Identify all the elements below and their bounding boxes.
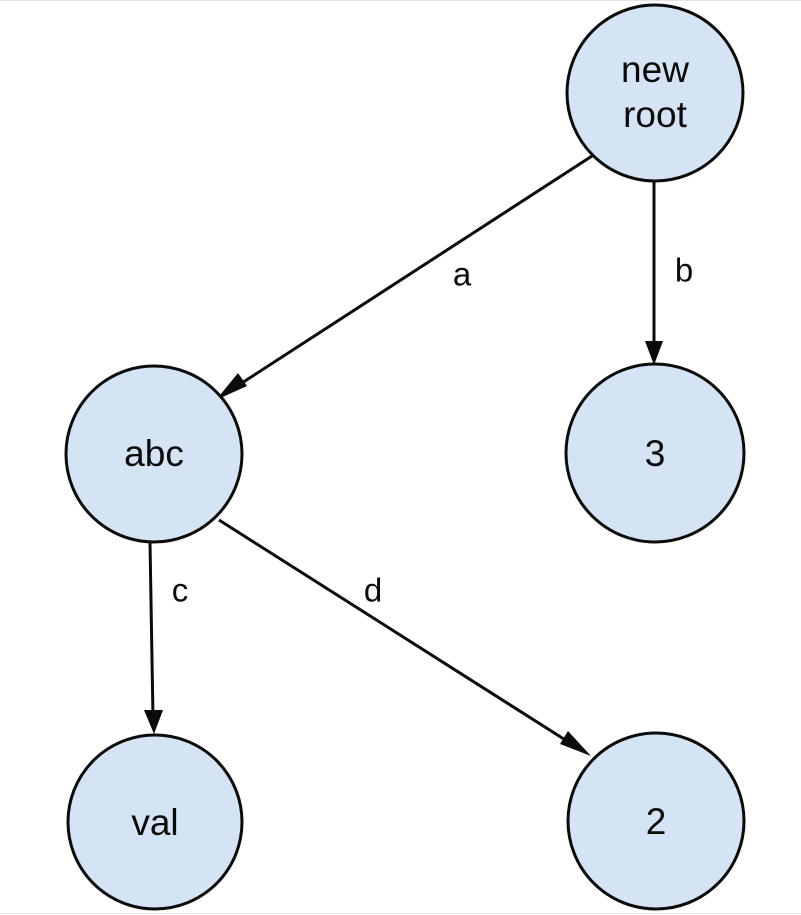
edge-c-label: c [172,572,189,609]
edge-c-line [148,541,155,719]
node-new-root-circle [565,3,745,183]
node-abc[interactable]: abc [64,364,244,544]
edge-a-arrowhead [216,373,247,400]
node-two[interactable]: 2 [566,731,746,911]
node-abc-circle [64,364,244,544]
edge-d-arrowhead [560,731,591,756]
edge-b-label: b [675,252,693,289]
node-two-label: 2 [646,801,667,842]
node-val-label: val [131,802,178,843]
edge-c-arrowhead [144,710,163,734]
node-abc-label: abc [124,433,184,474]
node-val[interactable]: val [66,733,244,911]
edge-b-arrowhead [645,341,663,365]
edge-b[interactable]: b [645,181,693,365]
node-three-label: 3 [645,433,666,474]
edge-a-label: a [453,256,472,293]
edge-c[interactable]: c [144,541,189,734]
node-val-circle [66,733,244,911]
edge-a[interactable]: a [216,154,593,400]
node-new-root-label-line2: root [623,94,687,135]
node-three[interactable]: 3 [564,362,746,544]
node-two-circle [566,731,746,911]
edge-a-line [227,154,593,394]
edge-d[interactable]: d [218,518,591,756]
node-new-root-label-line1: new [621,49,689,90]
edge-d-label: d [364,572,382,609]
edge-d-line [218,518,579,750]
node-new-root[interactable]: new root [565,3,745,183]
node-three-circle [564,362,746,544]
